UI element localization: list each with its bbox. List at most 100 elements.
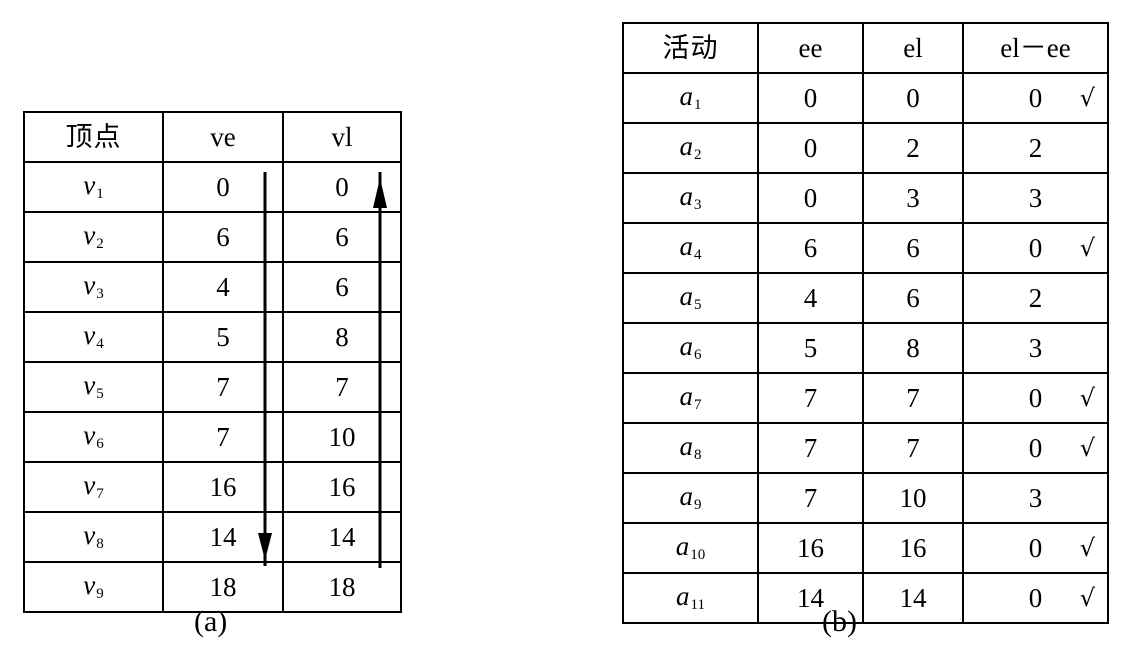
vl-value: 16 — [282, 461, 402, 513]
diff-cell-inner: 0 √ — [964, 524, 1107, 572]
table-row: a9 7 10 3 — [622, 472, 1109, 524]
vertex-label: v9 — [23, 561, 164, 613]
ve-value: 0 — [162, 161, 284, 213]
activity-letter: a — [679, 180, 694, 211]
vertex-letter: v — [83, 469, 96, 500]
table-row: a11 14 14 0 √ — [622, 572, 1109, 624]
table-row: a2 0 2 2 — [622, 122, 1109, 174]
vertex-index: 8 — [96, 536, 104, 553]
diff-value: 0 — [1028, 382, 1043, 413]
el-value: 2 — [862, 122, 964, 174]
diff-cell-inner: 0 √ — [964, 374, 1107, 422]
diff-cell: 2 — [962, 122, 1109, 174]
vl-value: 10 — [282, 411, 402, 463]
el-value: 7 — [862, 422, 964, 474]
diff-cell: 3 — [962, 322, 1109, 374]
activity-letter: a — [679, 330, 694, 361]
diff-value: 0 — [1028, 232, 1043, 263]
table-row: a6 5 8 3 — [622, 322, 1109, 374]
table-row: v4 5 8 — [23, 311, 402, 363]
vl-value: 8 — [282, 311, 402, 363]
el-value: 3 — [862, 172, 964, 224]
vl-value: 6 — [282, 261, 402, 313]
table-a-header-ve: ve — [162, 111, 284, 163]
vertex-index: 4 — [96, 336, 104, 353]
el-value: 8 — [862, 322, 964, 374]
critical-check-icon: √ — [1079, 534, 1095, 562]
diff-cell-inner: 2 — [964, 124, 1107, 172]
vertex-index: 3 — [96, 286, 104, 303]
ee-value: 7 — [757, 372, 864, 424]
diff-cell: 0 √ — [962, 522, 1109, 574]
vertex-index: 2 — [96, 236, 104, 253]
figure-b-caption: (b) — [822, 605, 857, 638]
activity-index: 3 — [694, 197, 702, 214]
activity-label: a5 — [622, 272, 759, 324]
el-value: 16 — [862, 522, 964, 574]
vl-value: 18 — [282, 561, 402, 613]
table-row: v2 6 6 — [23, 211, 402, 263]
vertex-index: 1 — [96, 186, 104, 203]
vertex-label: v5 — [23, 361, 164, 413]
activity-letter: a — [675, 530, 690, 561]
diff-cell-inner: 0 √ — [964, 574, 1107, 622]
table-row: v1 0 0 — [23, 161, 402, 213]
vertex-index: 7 — [96, 486, 104, 503]
critical-check-icon: √ — [1079, 384, 1095, 412]
ee-value: 16 — [757, 522, 864, 574]
table-b-header-ee: ee — [757, 22, 864, 74]
ve-value: 7 — [162, 361, 284, 413]
diff-cell: 3 — [962, 172, 1109, 224]
ve-value: 14 — [162, 511, 284, 563]
vertex-letter: v — [83, 169, 96, 200]
ee-value: 4 — [757, 272, 864, 324]
vertex-index: 9 — [96, 586, 104, 603]
el-value: 6 — [862, 272, 964, 324]
table-b-header-row: 活动 ee el el－ee — [622, 22, 1109, 74]
table-row: a1 0 0 0 √ — [622, 72, 1109, 124]
activity-index: 8 — [694, 447, 702, 464]
activity-letter: a — [679, 230, 694, 261]
activity-label: a10 — [622, 522, 759, 574]
el-value: 0 — [862, 72, 964, 124]
diff-value: 0 — [1028, 582, 1043, 613]
diff-cell-inner: 3 — [964, 324, 1107, 372]
table-row: v8 14 14 — [23, 511, 402, 563]
table-row: v3 4 6 — [23, 261, 402, 313]
vertex-letter: v — [83, 369, 96, 400]
el-value: 10 — [862, 472, 964, 524]
vertex-label: v7 — [23, 461, 164, 513]
activity-label: a8 — [622, 422, 759, 474]
table-row: a3 0 3 3 — [622, 172, 1109, 224]
activity-letter: a — [679, 80, 694, 111]
diff-cell-inner: 0 √ — [964, 224, 1107, 272]
activity-ee-el-table: 活动 ee el el－ee a1 0 0 0 √ a2 0 2 2 — [622, 22, 1109, 624]
vertex-letter: v — [83, 419, 96, 450]
vertex-letter: v — [83, 519, 96, 550]
diff-cell: 0 √ — [962, 372, 1109, 424]
vertex-letter: v — [83, 319, 96, 350]
table-row: v6 7 10 — [23, 411, 402, 463]
ve-value: 18 — [162, 561, 284, 613]
table-b-body: 活动 ee el el－ee a1 0 0 0 √ a2 0 2 2 — [622, 22, 1109, 624]
activity-letter: a — [679, 430, 694, 461]
critical-check-icon: √ — [1079, 434, 1095, 462]
table-row: a5 4 6 2 — [622, 272, 1109, 324]
activity-label: a4 — [622, 222, 759, 274]
table-a-header-vertex: 顶点 — [23, 111, 164, 163]
table-row: a4 6 6 0 √ — [622, 222, 1109, 274]
table-row: a10 16 16 0 √ — [622, 522, 1109, 574]
el-value: 14 — [862, 572, 964, 624]
table-a-header-row: 顶点 ve vl — [23, 111, 402, 163]
diff-cell-inner: 3 — [964, 474, 1107, 522]
activity-label: a9 — [622, 472, 759, 524]
diff-cell-inner: 2 — [964, 274, 1107, 322]
table-a-body: 顶点 ve vl v1 0 0 v2 6 6 v3 4 6 v4 5 8 v5 … — [23, 111, 402, 613]
diff-cell: 2 — [962, 272, 1109, 324]
diff-value: 2 — [1028, 282, 1043, 313]
vertex-label: v3 — [23, 261, 164, 313]
ve-value: 6 — [162, 211, 284, 263]
ee-value: 7 — [757, 422, 864, 474]
activity-index: 2 — [694, 147, 702, 164]
diff-value: 0 — [1028, 532, 1043, 563]
